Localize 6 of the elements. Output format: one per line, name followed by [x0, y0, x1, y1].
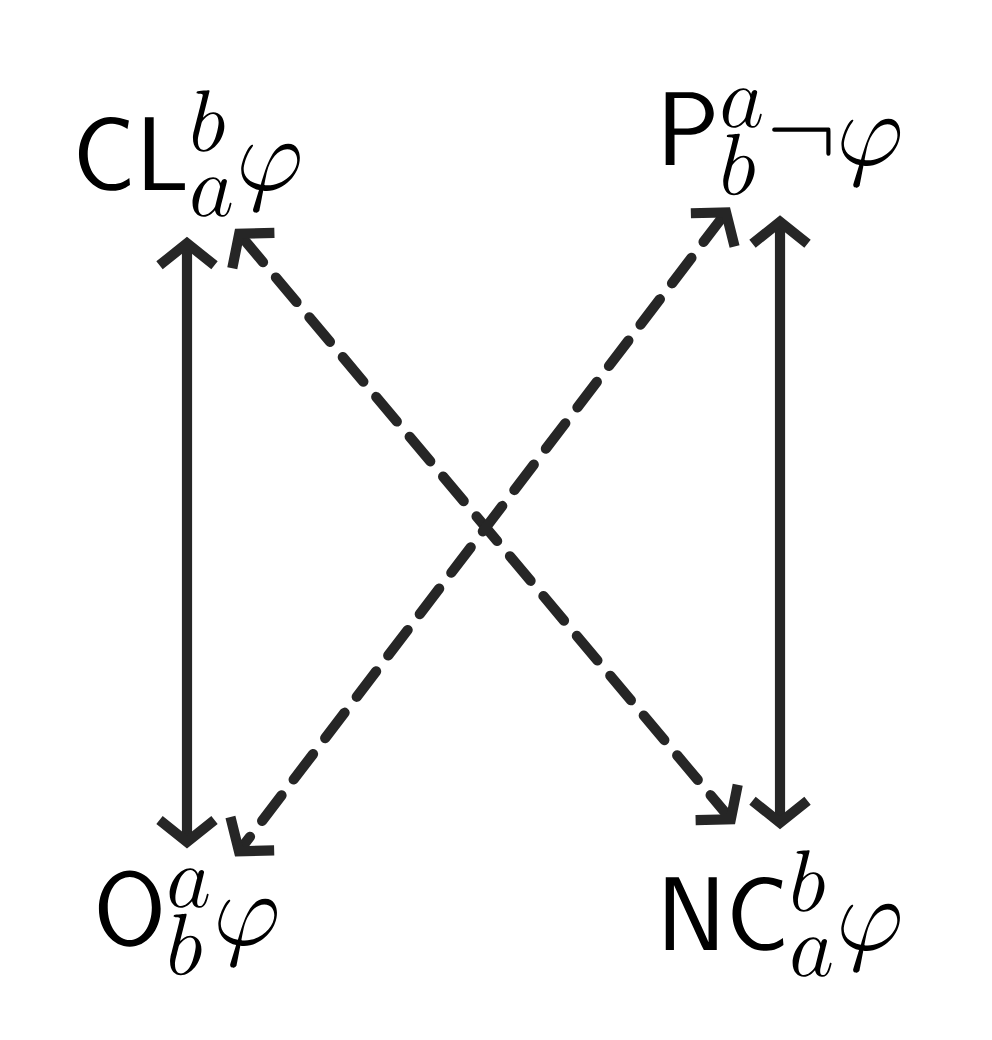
- formula-label: $\mathsf{P}^{a}_{b}\neg\varphi$: [665, 88, 901, 196]
- double-arrow: [749, 215, 811, 830]
- double-arrow: [156, 236, 218, 849]
- formula-label: $\mathsf{NC}^{b}_{a}\varphi$: [665, 850, 900, 977]
- formula-label: $\mathsf{O}^{a}_{b}\varphi$: [98, 868, 277, 976]
- formula-label: $\mathsf{CL}^{b}_{a}\varphi$: [78, 90, 300, 217]
